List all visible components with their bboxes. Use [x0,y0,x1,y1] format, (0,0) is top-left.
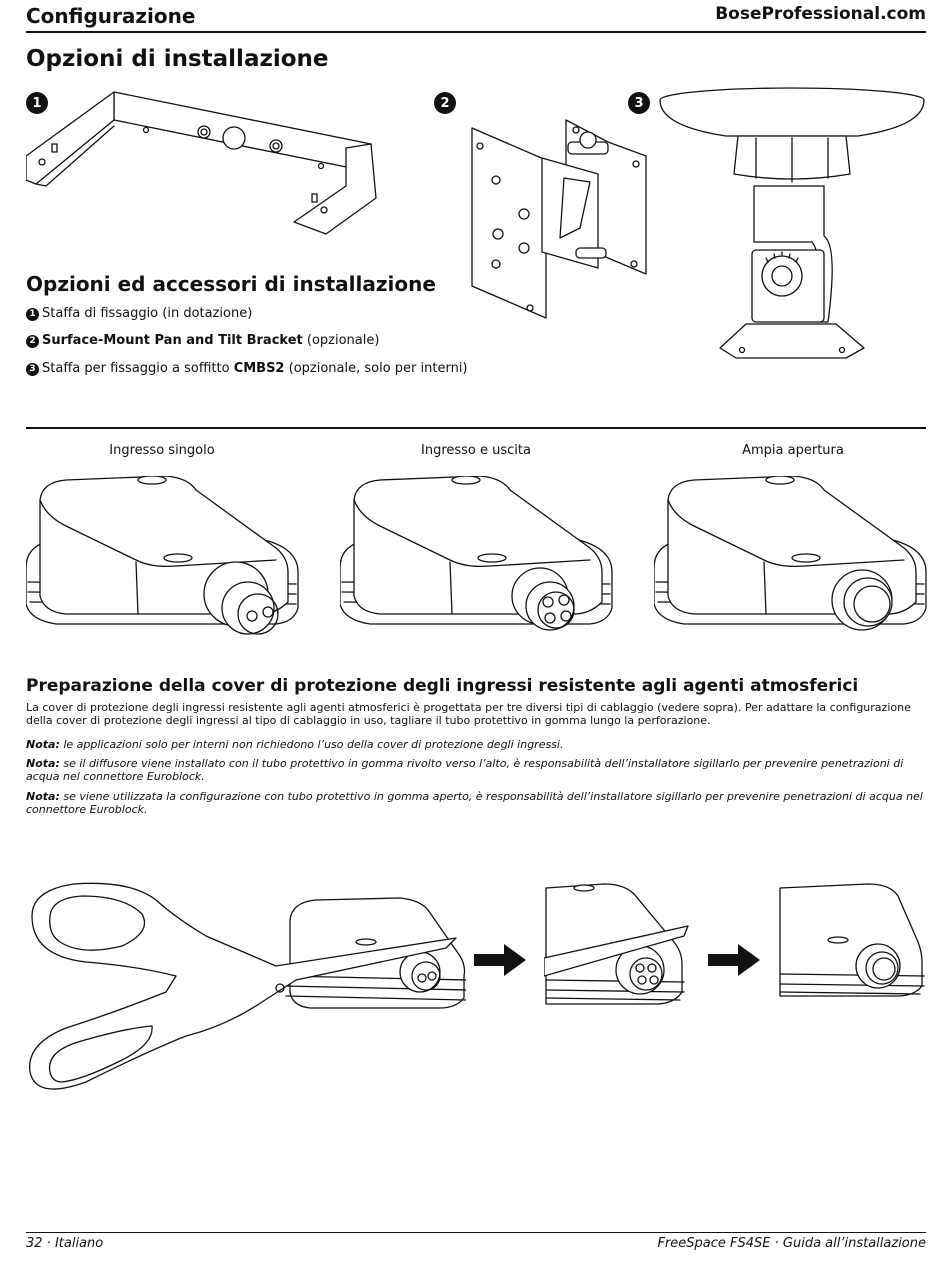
accessory-item-2-text: (opzionale) [302,333,380,348]
section-rule [26,427,926,429]
scissors-cutting-illustration [29,882,466,1090]
accessories-title: Opzioni ed accessori di installazione [26,272,436,296]
accessory-item-1-badge: 1 [26,307,39,321]
cover-caption-wide-opening: Ampia apertura [742,443,844,458]
footer-rule [26,1232,926,1233]
cover-caption-input-output: Ingresso e uscita [421,443,531,458]
u-bracket-illustration [26,91,377,235]
note-2-label: Nota: [26,757,60,770]
footer-document-title: FreeSpace FS4SE · Guida all’installazion… [657,1236,926,1251]
note-1-label: Nota: [26,738,60,751]
preparation-title: Preparazione della cover di protezione d… [26,676,859,696]
cover-caption-single-input: Ingresso singolo [109,443,215,458]
accessory-item-3-text-after: (opzionale, solo per interni) [284,361,468,376]
note-2: Nota: se il diffusore viene installato c… [26,757,926,783]
header-section-title: Configurazione [26,4,196,28]
note-3: Nota: se viene utilizzata la configurazi… [26,790,926,816]
accessory-item-3-product: CMBS2 [233,361,285,376]
note-2-text: se il diffusore viene installato con il … [26,757,904,783]
installation-options-title: Opzioni di installazione [26,46,329,72]
cover-result-illustration [779,883,925,997]
header-rule [26,31,926,33]
note-1: Nota: le applicazioni solo per interni n… [26,738,926,751]
cutting-closeup-illustration [544,883,689,1005]
accessory-item-2-product: Surface-Mount Pan and Tilt Bracket [42,333,303,348]
option-3-badge: 3 [628,92,650,114]
footer-page-number: 32 · Italiano [26,1236,104,1251]
note-3-text: se viene utilizzata la configurazione co… [26,790,923,816]
preparation-paragraph: La cover di protezione degli ingressi re… [26,701,911,727]
option-2-badge: 2 [434,92,456,114]
header-website: BoseProfessional.com [715,4,926,24]
arrow-right-icon-2 [708,944,760,976]
note-1-text: le applicazioni solo per interni non ric… [59,738,564,751]
arrow-right-icon [474,944,526,976]
accessory-item-2-badge: 2 [26,334,39,348]
accessory-item-3-badge: 3 [26,362,39,376]
option-1-badge: 1 [26,92,48,114]
cover-input-output-illustration [340,476,613,631]
accessory-item-3-text: Staffa per fissaggio a soffitto [42,361,234,376]
cover-wide-opening-illustration [654,476,927,631]
cover-single-input-illustration [26,476,299,635]
accessory-item-1-text: Staffa di fissaggio (in dotazione) [42,306,253,321]
pan-tilt-bracket-illustration [471,119,647,319]
ceiling-bracket-illustration [659,87,925,359]
note-3-label: Nota: [26,790,60,803]
